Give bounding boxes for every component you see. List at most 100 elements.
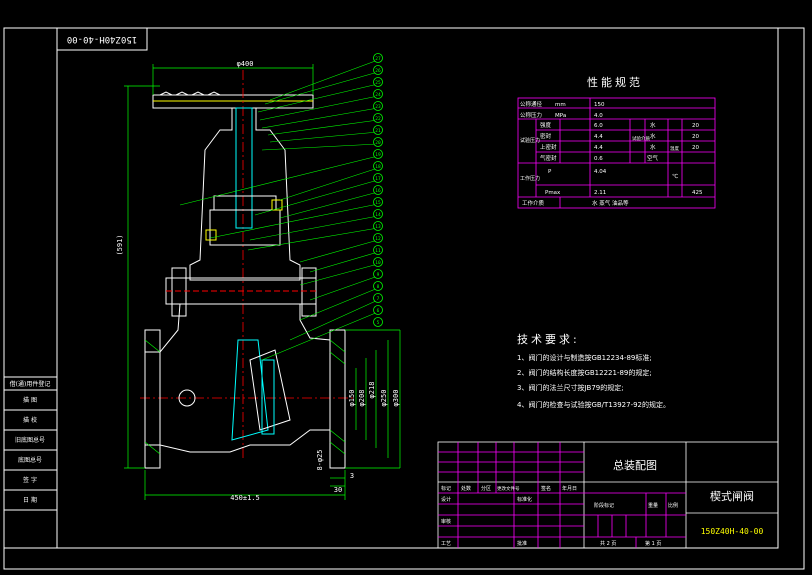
perf-test-mid: 试验介质: [632, 135, 650, 142]
balloon-6: 22: [375, 116, 381, 122]
outer-border: [3, 27, 805, 570]
tb-design: 设计: [441, 496, 451, 503]
perf-pn-value: 4.0: [594, 113, 603, 119]
balloon-20: 8: [377, 284, 380, 290]
leader-lines: [179, 59, 379, 361]
tb-h-date: 年月日: [562, 485, 577, 492]
tb-h-count: 处数: [461, 485, 471, 492]
perf-table-grid: [517, 97, 716, 209]
balloon-2: 26: [375, 68, 381, 74]
dim-top-width: φ400: [237, 60, 254, 68]
perf-work-sym-0: P: [548, 169, 552, 175]
dim-height: (591): [116, 234, 124, 255]
balloon-5: 23: [375, 104, 381, 110]
perf-test-name-1: 密封: [540, 132, 552, 140]
perf-pn-unit: MPa: [555, 113, 566, 119]
tb-scale: 比例: [668, 502, 678, 509]
dimension-lines: [124, 64, 401, 500]
tb-h-sign: 签名: [541, 485, 551, 492]
perf-dn-label: 公称通径: [520, 100, 543, 108]
perf-dn-unit: mm: [555, 102, 566, 108]
perf-test-name-0: 强度: [540, 121, 552, 129]
side-label-4: 底图总号: [18, 456, 42, 464]
tb-std: 标准化: [517, 496, 532, 503]
dim-d208: φ208: [358, 390, 366, 407]
req-line-1: 1、阀门的设计与制造按GB12234-89标准;: [517, 353, 652, 362]
perf-work-temp-1: 425: [692, 190, 703, 196]
perf-pn-label: 公称压力: [520, 111, 542, 119]
handwheel: [152, 91, 314, 109]
balloon-19: 9: [377, 272, 380, 278]
tb-stage: 阶段标记: [594, 502, 614, 509]
perf-test-temp-label: 温度: [670, 145, 679, 152]
seat-hatch: [144, 339, 346, 455]
balloon-17: 11: [375, 248, 381, 254]
perf-test-name-3: 气密封: [540, 154, 557, 162]
dim-t30: 30: [334, 486, 342, 494]
tb-weight: 重量: [648, 502, 658, 509]
side-label-6: 日 期: [23, 496, 37, 504]
tb-approve: 批准: [517, 540, 527, 547]
inner-border: [56, 27, 779, 549]
perf-test-label: 试验压力: [520, 137, 540, 144]
tb-sheets: 共 2 页: [600, 540, 616, 547]
tb-h-zone: 分区: [481, 485, 491, 492]
balloon-23: 5: [377, 320, 380, 326]
dim-d300: φ300: [392, 390, 400, 407]
side-label-1: 描 图: [23, 396, 37, 404]
dim-d150: φ150: [348, 390, 356, 407]
body-flange: [165, 267, 317, 317]
req-line-3: 3、阀门的法兰尺寸按JB79的规定;: [517, 383, 624, 392]
perf-test-val-1: 4.4: [594, 134, 603, 140]
side-label-0: 借(通)用件登记: [10, 380, 51, 388]
perf-dn-value: 150: [594, 102, 605, 108]
balloon-1: 27: [375, 56, 381, 62]
dim-length: 450±1.5: [230, 494, 260, 502]
balloon-10: 18: [375, 164, 381, 170]
side-label-2: 描 校: [23, 416, 37, 424]
perf-work-val-1: 2.11: [594, 190, 606, 196]
tb-code: 150Z40H-40-00: [701, 527, 764, 536]
valve-body: [144, 303, 346, 469]
req-line-2: 2、阀门的结构长度按GB12221-89的规定;: [517, 368, 652, 377]
tb-craft: 工艺: [441, 541, 451, 547]
side-block: [3, 376, 58, 549]
tb-h-doc: 更改文件号: [497, 485, 520, 492]
balloon-14: 14: [375, 212, 381, 218]
yoke: [189, 107, 301, 281]
perf-work-sym-1: Pmax: [545, 190, 561, 196]
perf-test-val-2: 4.4: [594, 145, 603, 151]
tb-check: 审核: [441, 518, 451, 525]
balloon-8: 20: [375, 140, 381, 146]
side-label-5: 签 字: [23, 476, 37, 484]
dim-d250: φ250: [380, 390, 388, 407]
balloon-16: 12: [375, 236, 381, 242]
perf-medium-label: 工作介质: [522, 199, 545, 207]
balloon-7: 21: [375, 128, 381, 134]
title-block-grid: [437, 441, 779, 549]
balloon-4: 24: [375, 92, 381, 98]
title-block-text: 总装配图 楔式闸阀 150Z40H-40-00 标记 处数 分区 更改文件号 签…: [441, 458, 763, 547]
balloon-9: 19: [375, 152, 381, 158]
perf-test-med-0: 水: [650, 121, 656, 129]
perf-test-val-0: 6.0: [594, 123, 603, 129]
perf-test-name-2: 上密封: [540, 143, 557, 151]
perf-test-med-2: 水: [650, 143, 656, 151]
dim-d218: φ218: [368, 382, 376, 399]
perf-title: 性能规范: [587, 75, 643, 89]
part-balloons: [373, 53, 383, 327]
balloon-13: 15: [375, 200, 381, 206]
balloon-3: 25: [375, 80, 381, 86]
balloon-15: 13: [375, 224, 381, 230]
code-stamp: 150Z40H-40-00: [67, 34, 137, 44]
dim-t3: 3: [350, 472, 354, 480]
balloon-11: 17: [375, 176, 381, 182]
balloon-12: 16: [375, 188, 381, 194]
tb-h-mark: 标记: [441, 485, 451, 492]
tb-sheet-no: 第 1 页: [645, 540, 661, 547]
tb-name: 楔式闸阀: [710, 489, 754, 503]
dim-bolts: 8-φ25: [316, 449, 324, 470]
perf-work-label: 工作压力: [520, 175, 540, 182]
